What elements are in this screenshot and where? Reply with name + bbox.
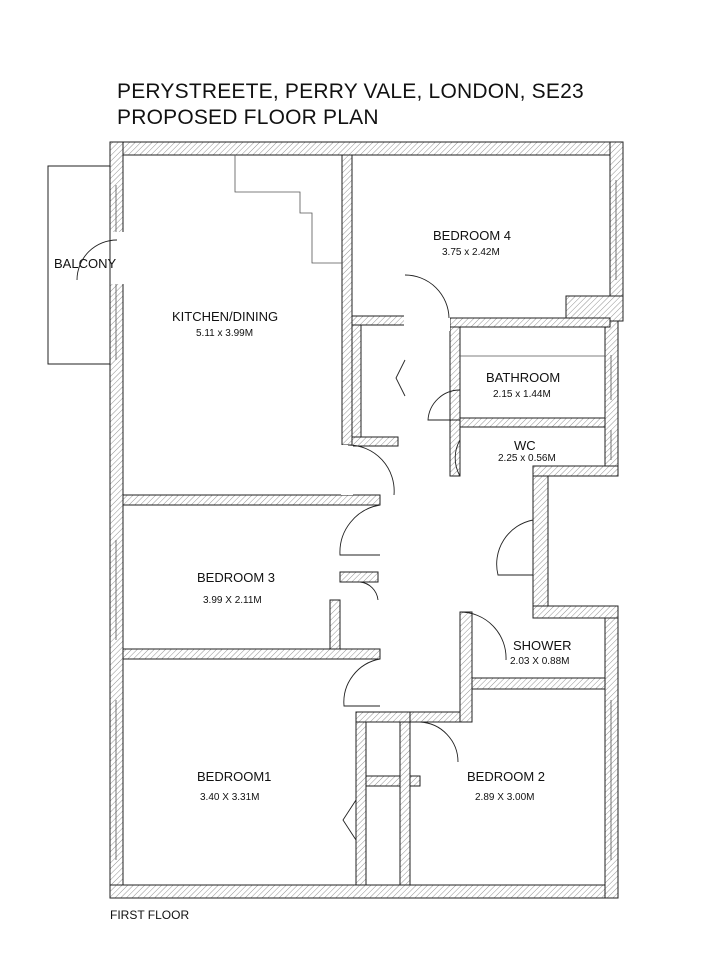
room-size-shower: 2.03 X 0.88M [510,656,569,667]
kitchen-units [234,155,605,357]
room-labels: BALCONY KITCHEN/DINING 5.11 x 3.99M BEDR… [54,228,572,803]
internal-walls [122,154,611,886]
plan-title: PERYSTREETE, PERRY VALE, LONDON, SE23 [117,80,584,103]
room-label-bedroom-2: BEDROOM 2 [467,769,545,784]
room-label-kitchen-dining: KITCHEN/DINING [172,309,278,324]
room-label-balcony: BALCONY [54,256,116,271]
room-label-wc: WC [514,438,536,453]
room-label-bedroom-4: BEDROOM 4 [433,228,511,243]
room-size-bedroom-3: 3.99 X 2.11M [203,595,262,606]
balcony-outline [47,165,110,365]
room-size-wc: 2.25 x 0.56M [498,453,556,464]
room-size-bedroom-4: 3.75 x 2.42M [442,247,500,258]
room-size-kitchen-dining: 5.11 x 3.99M [196,328,253,339]
doors [76,232,534,841]
external-walls [109,141,624,899]
floor-label: FIRST FLOOR [110,908,190,922]
room-size-bedroom-1: 3.40 X 3.31M [200,792,259,803]
plan-subtitle: PROPOSED FLOOR PLAN [117,106,379,129]
room-label-bedroom-3: BEDROOM 3 [197,570,275,585]
room-label-bathroom: BATHROOM [486,370,560,385]
room-label-shower: SHOWER [513,638,572,653]
room-size-bathroom: 2.15 x 1.44M [493,389,551,400]
room-size-bedroom-2: 2.89 X 3.00M [475,792,534,803]
room-label-bedroom-1: BEDROOM1 [197,769,271,784]
